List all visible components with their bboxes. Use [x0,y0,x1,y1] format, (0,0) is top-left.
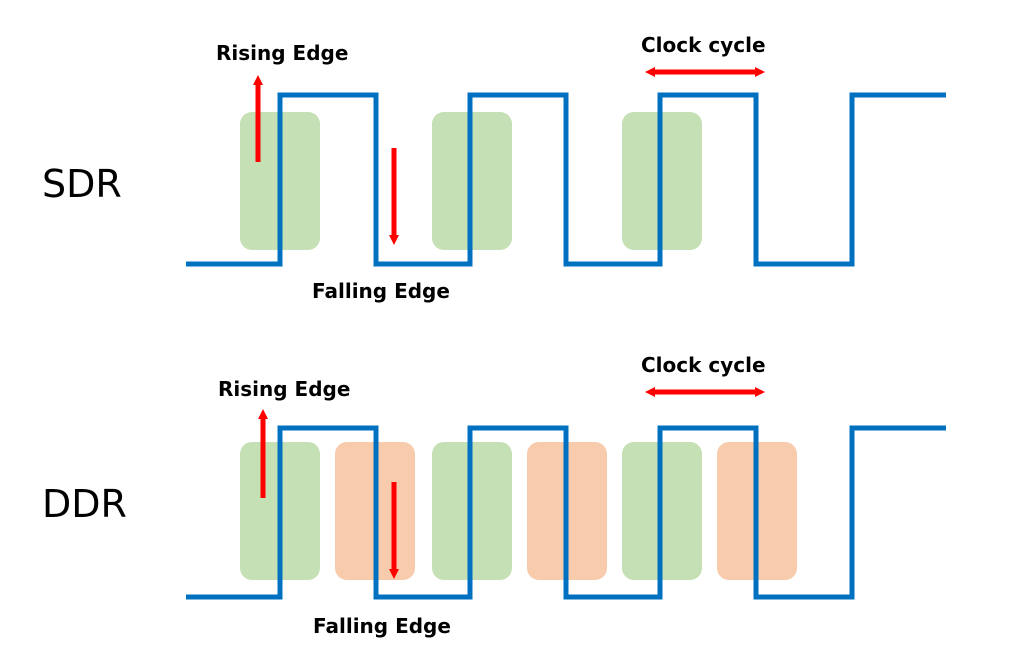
sdr-row-label: SDR [42,162,122,206]
sdr-row: SDR Rising Edge Falling Edge Clock cycle [42,33,946,303]
ddr-row: DDR Rising Edge Falling Edge Clock cycle [42,353,946,638]
ddr-falling-edge-label: Falling Edge [313,614,451,638]
ddr-row-label: DDR [42,482,127,526]
sdr-rising-edge-label: Rising Edge [216,41,348,65]
sdr-falling-edge-label: Falling Edge [312,279,450,303]
sdr-clock-signal [186,92,946,267]
sdr-clock-cycle-label: Clock cycle [641,33,766,57]
ddr-rising-edge-label: Rising Edge [218,377,350,401]
ddr-clock-signal [186,425,946,600]
ddr-clock-cycle-label: Clock cycle [641,353,766,377]
